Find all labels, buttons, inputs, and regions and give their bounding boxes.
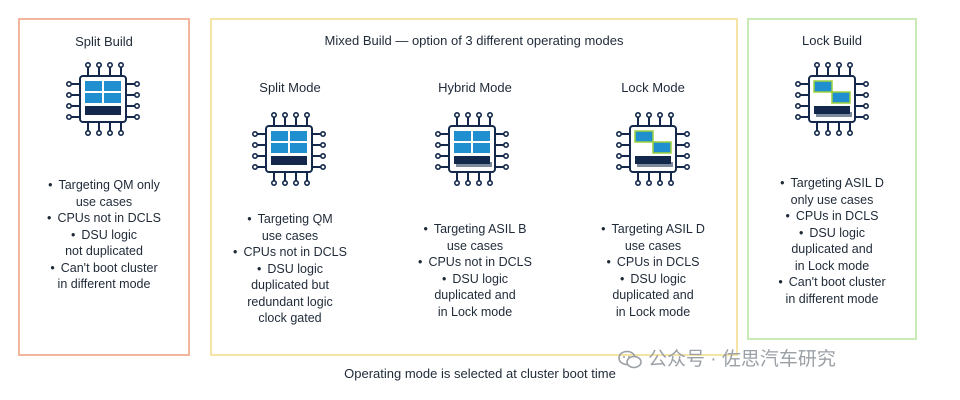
bullet-line: Targeting ASIL D [747, 175, 917, 192]
bullet-line: Targeting QM [215, 211, 365, 228]
bullet-line: Can't boot cluster [18, 260, 190, 277]
bullet-line: DSU logic [215, 261, 365, 278]
bullet-item: CPUs not in DCLS [400, 254, 550, 271]
hybrid-mode-chip-icon [433, 110, 511, 188]
split-build-title: Split Build [75, 34, 133, 49]
bullet-line: Targeting ASIL B [400, 221, 550, 238]
lock-mode-title: Lock Mode [621, 80, 685, 95]
bullet-line: use cases [446, 238, 504, 253]
bullet-line: clock gated [258, 311, 322, 325]
bullet-line: redundant logic [247, 294, 333, 309]
lock-build-title: Lock Build [802, 33, 862, 48]
bullet-line: use cases [624, 238, 682, 253]
mixed-build-title: Mixed Build — option of 3 different oper… [324, 33, 624, 48]
bullet-line: DSU logic [578, 271, 728, 288]
bullet-line: duplicated but [251, 278, 329, 292]
bullet-line: DSU logic [400, 271, 550, 288]
bullet-line: duplicated and [434, 288, 516, 302]
bullet-line: CPUs not in DCLS [215, 244, 365, 261]
bullet-item: CPUs not in DCLS [215, 244, 365, 261]
bullet-line: use cases [261, 228, 319, 243]
watermark: 公众号 · 佐思汽车研究 [618, 344, 836, 371]
bullet-line: in Lock mode [437, 304, 513, 319]
wechat-icon [618, 350, 642, 370]
bullet-line: use cases [75, 194, 133, 209]
bullet-line: in different mode [57, 277, 151, 291]
split-build-chip-icon [64, 60, 142, 138]
bullet-line: in Lock mode [615, 304, 691, 319]
bullet-item: CPUs in DCLS [747, 208, 917, 225]
bullet-line: DSU logic [18, 227, 190, 244]
bullet-line: Can't boot cluster [747, 274, 917, 291]
bullet-line: duplicated and [612, 288, 694, 302]
bullet-line: CPUs not in DCLS [400, 254, 550, 271]
mixed-build-panel [210, 18, 738, 356]
bullet-line: DSU logic [747, 225, 917, 242]
hybrid-mode-title: Hybrid Mode [438, 80, 512, 95]
bullet-line: CPUs in DCLS [578, 254, 728, 271]
bullet-line: Targeting ASIL D [578, 221, 728, 238]
split-mode-title: Split Mode [259, 80, 321, 95]
bullet-line: CPUs not in DCLS [18, 210, 190, 227]
bullet-line: CPUs in DCLS [747, 208, 917, 225]
boot-time-note: Operating mode is selected at cluster bo… [344, 366, 616, 381]
split-mode-chip-icon [250, 110, 328, 188]
bullet-item: CPUs not in DCLS [18, 210, 190, 227]
lock-build-chip-icon [793, 60, 871, 138]
bullet-item: CPUs in DCLS [578, 254, 728, 271]
bullet-line: duplicated and [791, 242, 873, 256]
bullet-line: not duplicated [65, 244, 143, 258]
watermark-text: 公众号 · 佐思汽车研究 [648, 349, 836, 370]
bullet-line: in different mode [785, 291, 879, 306]
bullet-line: only use cases [790, 192, 874, 207]
lock-mode-chip-icon [614, 110, 692, 188]
bullet-line: Targeting QM only [18, 177, 190, 194]
bullet-line: in Lock mode [794, 258, 870, 273]
